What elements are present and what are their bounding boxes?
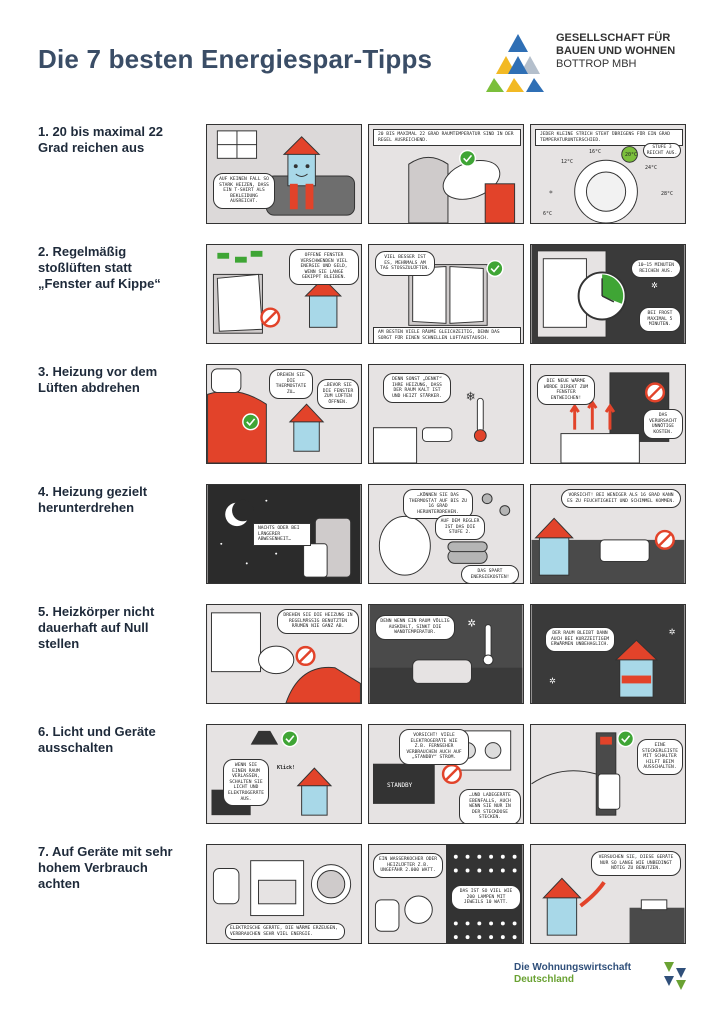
- logo-line-1: GESELLSCHAFT FÜR: [556, 32, 671, 44]
- speech-bubble: Drehen Sie die Thermostate zu…: [269, 369, 313, 400]
- gauge-label-28: 28°C: [661, 191, 674, 197]
- svg-text:✲: ✲: [549, 190, 553, 196]
- tip-row-5: 5. Heizkörper nicht dauerhaft auf Null s…: [38, 604, 688, 704]
- tip-4-panel-3: Vorsicht! Bei weniger als 16 Grad kann e…: [530, 484, 686, 584]
- tip-title-4: 4. Heizung gezielt herunterdrehen: [38, 484, 148, 515]
- tip-3-panel-2: ❄ Denn sonst „denkt“ Ihre Heizung, dass …: [368, 364, 524, 464]
- gauge-label-6: 6°C: [543, 211, 553, 217]
- speech-bubble: Ein Wasserkocher oder Heizlüfter z.B. un…: [373, 853, 443, 878]
- caption-box: Nachts oder bei längerer Abwesenheit…: [253, 523, 311, 546]
- footer-logo: Die Wohnungswirtschaft Deutschland: [514, 958, 694, 998]
- tip-title-7: 7. Auf Geräte mit sehr hohem Verbrauch a…: [38, 844, 173, 891]
- tip-row-3: 3. Heizung vor dem Lüften abdrehen Drehe…: [38, 364, 688, 464]
- speech-bubble: Auf keinen Fall so stark heizen, dass ei…: [213, 173, 275, 209]
- tip-7-panel-3: Versuchen Sie, diese Geräte nur so lange…: [530, 844, 686, 944]
- tip-4-panel-2: …können Sie das Thermostat auf bis zu 16…: [368, 484, 524, 584]
- tip-3-panel-3: Die neue Wärme würde direkt zum Fenster …: [530, 364, 686, 464]
- speech-bubble: Denn sonst „denkt“ Ihre Heizung, dass de…: [383, 373, 451, 404]
- speech-bubble: Versuchen Sie, diese Geräte nur so lange…: [591, 851, 681, 876]
- footer-line-1: Die Wohnungswirtschaft: [514, 962, 632, 973]
- tip-1-panel-1: Auf keinen Fall so stark heizen, dass ei…: [206, 124, 362, 224]
- house-on-sofa-illustration: [207, 125, 361, 223]
- logo-line-2: BAUEN UND WOHNEN: [556, 45, 676, 57]
- speech-bubble: Vorsicht! Viele Elektrogeräte wie z.B. F…: [399, 729, 469, 765]
- speech-bubble: Das spart Energiekosten!: [461, 565, 519, 583]
- tip-row-4: 4. Heizung gezielt herunterdrehen Nachts…: [38, 484, 688, 584]
- gdw-logo-icon: [658, 958, 692, 992]
- tip-title-2: 2. Regelmäßig stoßlüften statt „Fenster …: [38, 244, 161, 291]
- speech-bubble: Das ist so viel wie 200 Lampen mit jewei…: [451, 885, 521, 910]
- gauge-label-16: 16°C: [589, 149, 602, 155]
- svg-text:✲: ✲: [468, 619, 476, 630]
- click-sound-effect: Klick!: [277, 765, 296, 771]
- tv-screen-text: STANDBY: [387, 782, 413, 789]
- tip-2-panel-2: Viel besser ist es, mehrmals am Tag stoß…: [368, 244, 524, 344]
- speech-bubble: Das verursacht unnötige Kosten.: [643, 409, 683, 440]
- logo-line-3: BOTTROP MBH: [556, 58, 637, 70]
- tip-3-panel-1: Drehen Sie die Thermostate zu… …bevor Si…: [206, 364, 362, 464]
- footer-line-2: Deutschland: [514, 974, 575, 985]
- speech-bubble: Drehen Sie die Heizung in regelmäßig ben…: [277, 609, 359, 634]
- tip-5-panel-2: ✲ Denn wenn ein Raum völlig auskühlt, si…: [368, 604, 524, 704]
- freezing-house-illustration: ✲ ✲: [531, 605, 685, 703]
- speech-bubble: Auf dem Regler ist das die Stufe 2.: [435, 515, 485, 540]
- speech-bubble: Stufe 3 reicht aus.: [643, 143, 681, 159]
- svg-text:✲: ✲: [549, 676, 556, 685]
- speech-bubble: 10–15 Minuten reichen aus.: [631, 259, 681, 279]
- tip-2-panel-3: ✲ ✲ 10–15 Minuten reichen aus. Bei Frost…: [530, 244, 686, 344]
- tip-title-3: 3. Heizung vor dem Lüften abdrehen: [38, 364, 158, 395]
- tip-2-panel-1: Offene Fenster verschwenden viel Energie…: [206, 244, 362, 344]
- tip-row-6: 6. Licht und Geräte ausschalten Wenn Sie…: [38, 724, 688, 824]
- tip-row-2: 2. Regelmäßig stoßlüften statt „Fenster …: [38, 244, 688, 344]
- company-logo: GESELLSCHAFT FÜR BAUEN UND WOHNEN BOTTRO…: [486, 28, 696, 98]
- tip-7-panel-2: Ein Wasserkocher oder Heizlüfter z.B. un…: [368, 844, 524, 944]
- svg-text:✲: ✲: [651, 281, 658, 290]
- page-title: Die 7 besten Energiespar-Tipps: [38, 44, 433, 74]
- tip-1-panel-3: ✲ Jeder kleine Strich steht übrigens für…: [530, 124, 686, 224]
- logo-text: GESELLSCHAFT FÜR BAUEN UND WOHNEN BOTTRO…: [556, 32, 675, 71]
- tip-5-panel-1: Drehen Sie die Heizung in regelmäßig ben…: [206, 604, 362, 704]
- tip-5-panel-3: ✲ ✲ Der Raum bleibt dann auch bei kurzze…: [530, 604, 686, 704]
- caption-box: 20 bis maximal 22 Grad Raumtemperatur si…: [373, 129, 521, 147]
- speech-bubble: Bei Frost maximal 5 Minuten.: [639, 307, 681, 332]
- tip-6-panel-1: Wenn Sie einen Raum verlassen, schalten …: [206, 724, 362, 824]
- caption-box: Elektrische Geräte, die Wärme erzeugen, …: [225, 923, 345, 941]
- tip-row-1: 1. 20 bis maximal 22 Grad reichen aus Au…: [38, 124, 688, 224]
- svg-text:❄: ❄: [466, 390, 476, 403]
- tip-4-panel-1: Nachts oder bei längerer Abwesenheit…: [206, 484, 362, 584]
- caption-box: Jeder kleine Strich steht übrigens für e…: [535, 129, 683, 147]
- caption-box: Am besten viele Räume gleichzeitig, denn…: [373, 327, 521, 343]
- speech-bubble: …und Ladegeräte ebenfalls, auch wenn sie…: [459, 789, 521, 823]
- speech-bubble: Denn wenn ein Raum völlig auskühlt, sink…: [375, 615, 455, 640]
- svg-text:✲: ✲: [669, 627, 676, 636]
- speech-bubble: Eine Steckerleiste mit Schalter hilft be…: [637, 739, 683, 775]
- speech-bubble: Viel besser ist es, mehrmals am Tag stoß…: [375, 251, 435, 276]
- tip-row-7: 7. Auf Geräte mit sehr hohem Verbrauch a…: [38, 844, 688, 944]
- logo-triangles-icon: [486, 34, 544, 92]
- cold-room-sofa-illustration: ✲: [369, 605, 523, 703]
- gauge-label-20: 20°C: [625, 152, 638, 158]
- tip-7-panel-1: Elektrische Geräte, die Wärme erzeugen, …: [206, 844, 362, 944]
- hand-turning-thermostat-illustration: [207, 365, 361, 463]
- speech-bubble: Vorsicht! Bei weniger als 16 Grad kann e…: [561, 489, 681, 509]
- speech-bubble: Wenn Sie einen Raum verlassen, schalten …: [223, 759, 269, 807]
- gauge-label-24: 24°C: [645, 165, 658, 171]
- speech-bubble: Der Raum bleibt dann auch bei kurzzeitig…: [545, 627, 615, 652]
- footer-text: Die Wohnungswirtschaft Deutschland: [514, 962, 631, 986]
- speech-bubble: Offene Fenster verschwenden viel Energie…: [289, 249, 359, 285]
- tip-6-panel-2: Vorsicht! Viele Elektrogeräte wie z.B. F…: [368, 724, 524, 824]
- tip-title-5: 5. Heizkörper nicht dauerhaft auf Null s…: [38, 604, 155, 651]
- tip-6-panel-3: Eine Steckerleiste mit Schalter hilft be…: [530, 724, 686, 824]
- gauge-label-12: 12°C: [561, 159, 574, 165]
- tip-title-1: 1. 20 bis maximal 22 Grad reichen aus: [38, 124, 164, 155]
- speech-bubble: …bevor Sie die Fenster zum Lüften öffnen…: [317, 379, 359, 410]
- tip-1-panel-2: 20 bis maximal 22 Grad Raumtemperatur si…: [368, 124, 524, 224]
- speech-bubble: Die neue Wärme würde direkt zum Fenster …: [537, 375, 595, 406]
- tip-title-6: 6. Licht und Geräte ausschalten: [38, 724, 156, 755]
